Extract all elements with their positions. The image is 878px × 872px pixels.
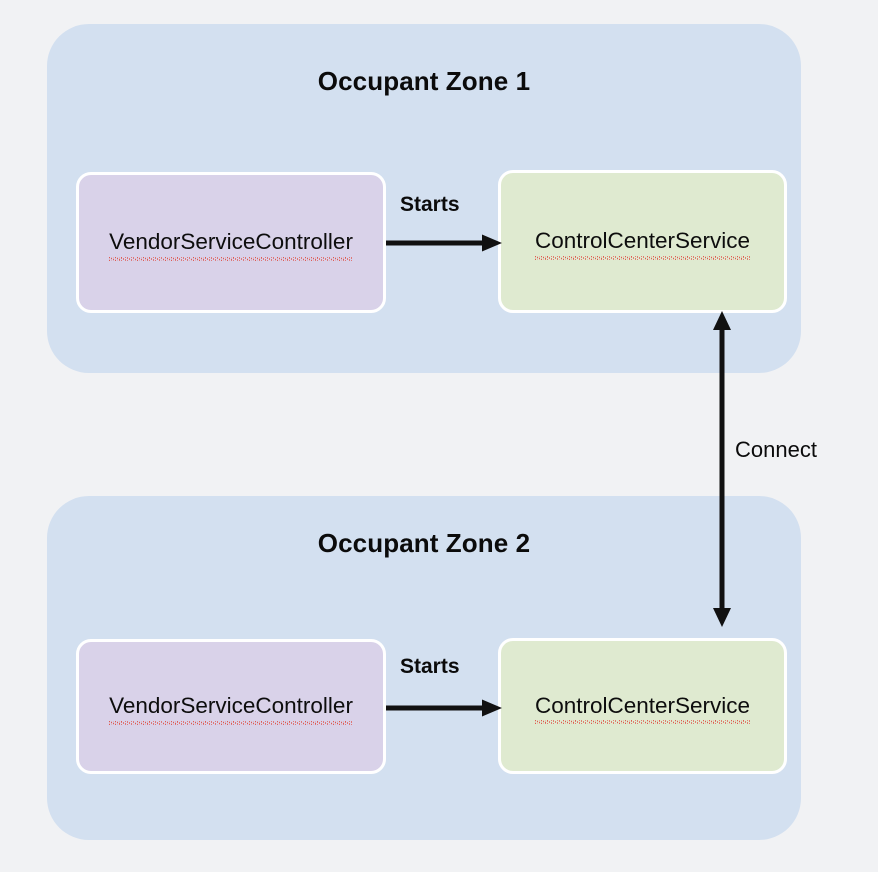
- edge-label-connect: Connect: [735, 437, 817, 462]
- edge-label-starts-zone-2: Starts: [400, 655, 460, 678]
- zone-2-title: Occupant Zone 2: [317, 528, 531, 558]
- node-label: ControlCenterService: [534, 692, 751, 718]
- node-vendor-service-controller-zone-2[interactable]: VendorServiceController: [76, 639, 386, 774]
- node-label: VendorServiceController: [109, 229, 353, 255]
- node-label: VendorServiceController: [109, 693, 353, 719]
- node-control-center-service-zone-2[interactable]: ControlCenterService: [498, 638, 787, 774]
- node-label: ControlCenterService: [534, 228, 751, 254]
- node-control-center-service-zone-1[interactable]: ControlCenterService: [498, 170, 787, 313]
- arrow-connect-bidirectional-icon: [713, 311, 731, 627]
- arrow-starts-zone-2-icon: [386, 699, 502, 717]
- node-vendor-service-controller-zone-1[interactable]: VendorServiceController: [76, 172, 386, 313]
- zone-1-title: Occupant Zone 1: [317, 66, 531, 96]
- edge-label-starts-zone-1: Starts: [400, 193, 460, 216]
- arrow-starts-zone-1-icon: [386, 234, 502, 252]
